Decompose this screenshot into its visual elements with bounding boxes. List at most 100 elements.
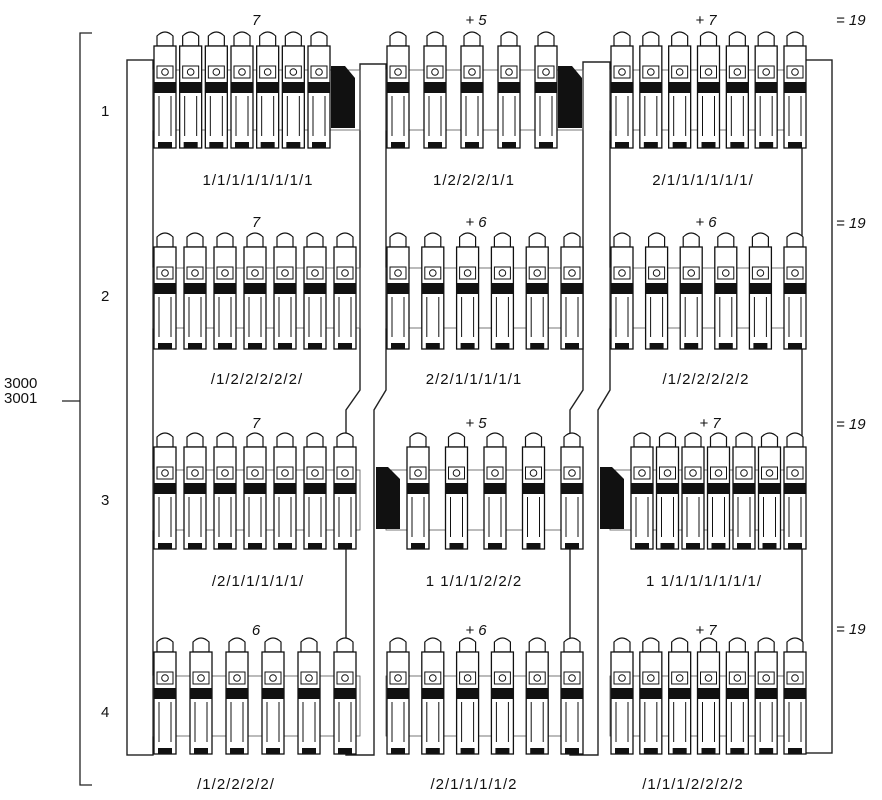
screw-icon: [647, 674, 655, 682]
terminal-band: [755, 82, 778, 93]
terminal-screw-window: [642, 65, 660, 79]
terminal-foot: [672, 748, 687, 754]
terminal-screw-window: [486, 466, 504, 480]
terminal-cap: [207, 31, 225, 47]
terminal-4-3-7: [783, 637, 807, 755]
terminal-foot: [788, 343, 802, 349]
terminal-foot: [788, 543, 802, 549]
terminal-screw-window: [757, 671, 775, 685]
terminal-2-3-6: [783, 232, 807, 350]
terminal-3-3-6: [757, 432, 782, 550]
terminal-3-3-2: [655, 432, 680, 550]
screw-icon: [533, 269, 542, 277]
rail-far-right: [801, 59, 833, 754]
block-count-1-3: + 7: [695, 12, 717, 29]
terminal-screw-window: [182, 65, 200, 79]
terminal-body: [386, 651, 410, 755]
terminal-band: [726, 82, 749, 93]
terminal-1-1-7: [307, 31, 331, 149]
terminal-band: [461, 82, 483, 93]
terminal-screw-window: [156, 65, 174, 79]
terminal-cap: [264, 637, 282, 653]
block-count-3-3: + 7: [699, 415, 721, 432]
screw-icon: [463, 674, 472, 682]
block-code-4-3: /1/1/1/2/2/2/2: [642, 776, 744, 793]
terminal-cap: [424, 637, 442, 653]
terminal-body: [534, 45, 558, 149]
terminal-body: [497, 45, 521, 149]
terminal-band: [726, 688, 749, 699]
terminal-body: [213, 246, 237, 350]
rail-left: [126, 59, 154, 756]
terminal-foot: [194, 748, 208, 754]
terminal-2-2-4: [490, 232, 515, 350]
terminal-band: [456, 688, 479, 699]
terminal-foot: [718, 343, 733, 349]
terminal-body: [307, 45, 331, 149]
terminal-cap: [310, 31, 328, 47]
terminal-band: [491, 283, 514, 294]
terminal-cap: [684, 432, 702, 448]
terminal-screw-window: [448, 466, 465, 480]
terminal-foot: [530, 343, 545, 349]
screw-icon: [197, 674, 205, 682]
block-count-3-1: 7: [251, 415, 261, 432]
terminal-foot: [425, 748, 440, 754]
group-label: 3000 3001: [4, 376, 37, 406]
screw-icon: [429, 674, 437, 682]
terminal-body: [189, 651, 213, 755]
terminal-band: [298, 688, 320, 699]
screw-icon: [675, 68, 684, 76]
terminal-screw-window: [228, 671, 246, 685]
terminal-screw-window: [216, 266, 234, 280]
screw-icon: [186, 68, 195, 76]
terminal-foot: [411, 543, 425, 549]
terminal-band: [707, 483, 730, 494]
terminal-body: [444, 446, 469, 550]
terminal-body: [681, 446, 705, 550]
screw-icon: [431, 68, 439, 76]
terminal-cap: [524, 432, 543, 448]
terminal-screw-window: [493, 671, 511, 685]
row-number-2: 2: [101, 288, 110, 305]
terminal-foot: [218, 343, 232, 349]
screw-icon: [305, 674, 313, 682]
terminal-cap: [156, 432, 174, 448]
terminal-screw-window: [786, 266, 804, 280]
terminal-2-1-1: [153, 232, 177, 350]
terminal-band: [535, 82, 557, 93]
terminal-band: [561, 688, 583, 699]
screw-icon: [663, 469, 672, 477]
terminal-cap: [306, 432, 324, 448]
terminal-screw-window: [563, 671, 581, 685]
terminal-cap: [389, 232, 407, 248]
terminal-1-1-1: [153, 31, 177, 149]
terminal-band: [526, 283, 549, 294]
terminal-band: [226, 688, 248, 699]
terminal-3-2-1: [406, 432, 430, 550]
terminal-screw-window: [717, 266, 735, 280]
terminal-foot: [759, 142, 774, 148]
terminal-band: [304, 283, 326, 294]
terminal-cap: [424, 232, 442, 248]
screw-icon: [733, 674, 742, 682]
terminal-screw-window: [728, 671, 746, 685]
terminal-foot: [248, 543, 262, 549]
terminal-cap: [276, 432, 294, 448]
terminal-2-1-4: [243, 232, 267, 350]
terminal-screw-window: [463, 65, 481, 79]
terminal-cap: [786, 232, 804, 248]
terminal-cap: [528, 637, 546, 653]
terminal-band: [456, 283, 479, 294]
terminal-band: [154, 688, 176, 699]
terminal-body: [754, 45, 778, 149]
screw-icon: [689, 469, 697, 477]
terminal-cap: [757, 31, 775, 47]
terminal-screw-window: [246, 266, 264, 280]
terminal-band: [668, 688, 691, 699]
block-code-1-1: 1/1/1/1/1/1/1/1: [202, 172, 314, 189]
terminal-screw-window: [493, 266, 511, 280]
screw-icon: [618, 674, 626, 682]
terminal-cap: [486, 432, 504, 448]
terminal-screw-window: [426, 65, 444, 79]
